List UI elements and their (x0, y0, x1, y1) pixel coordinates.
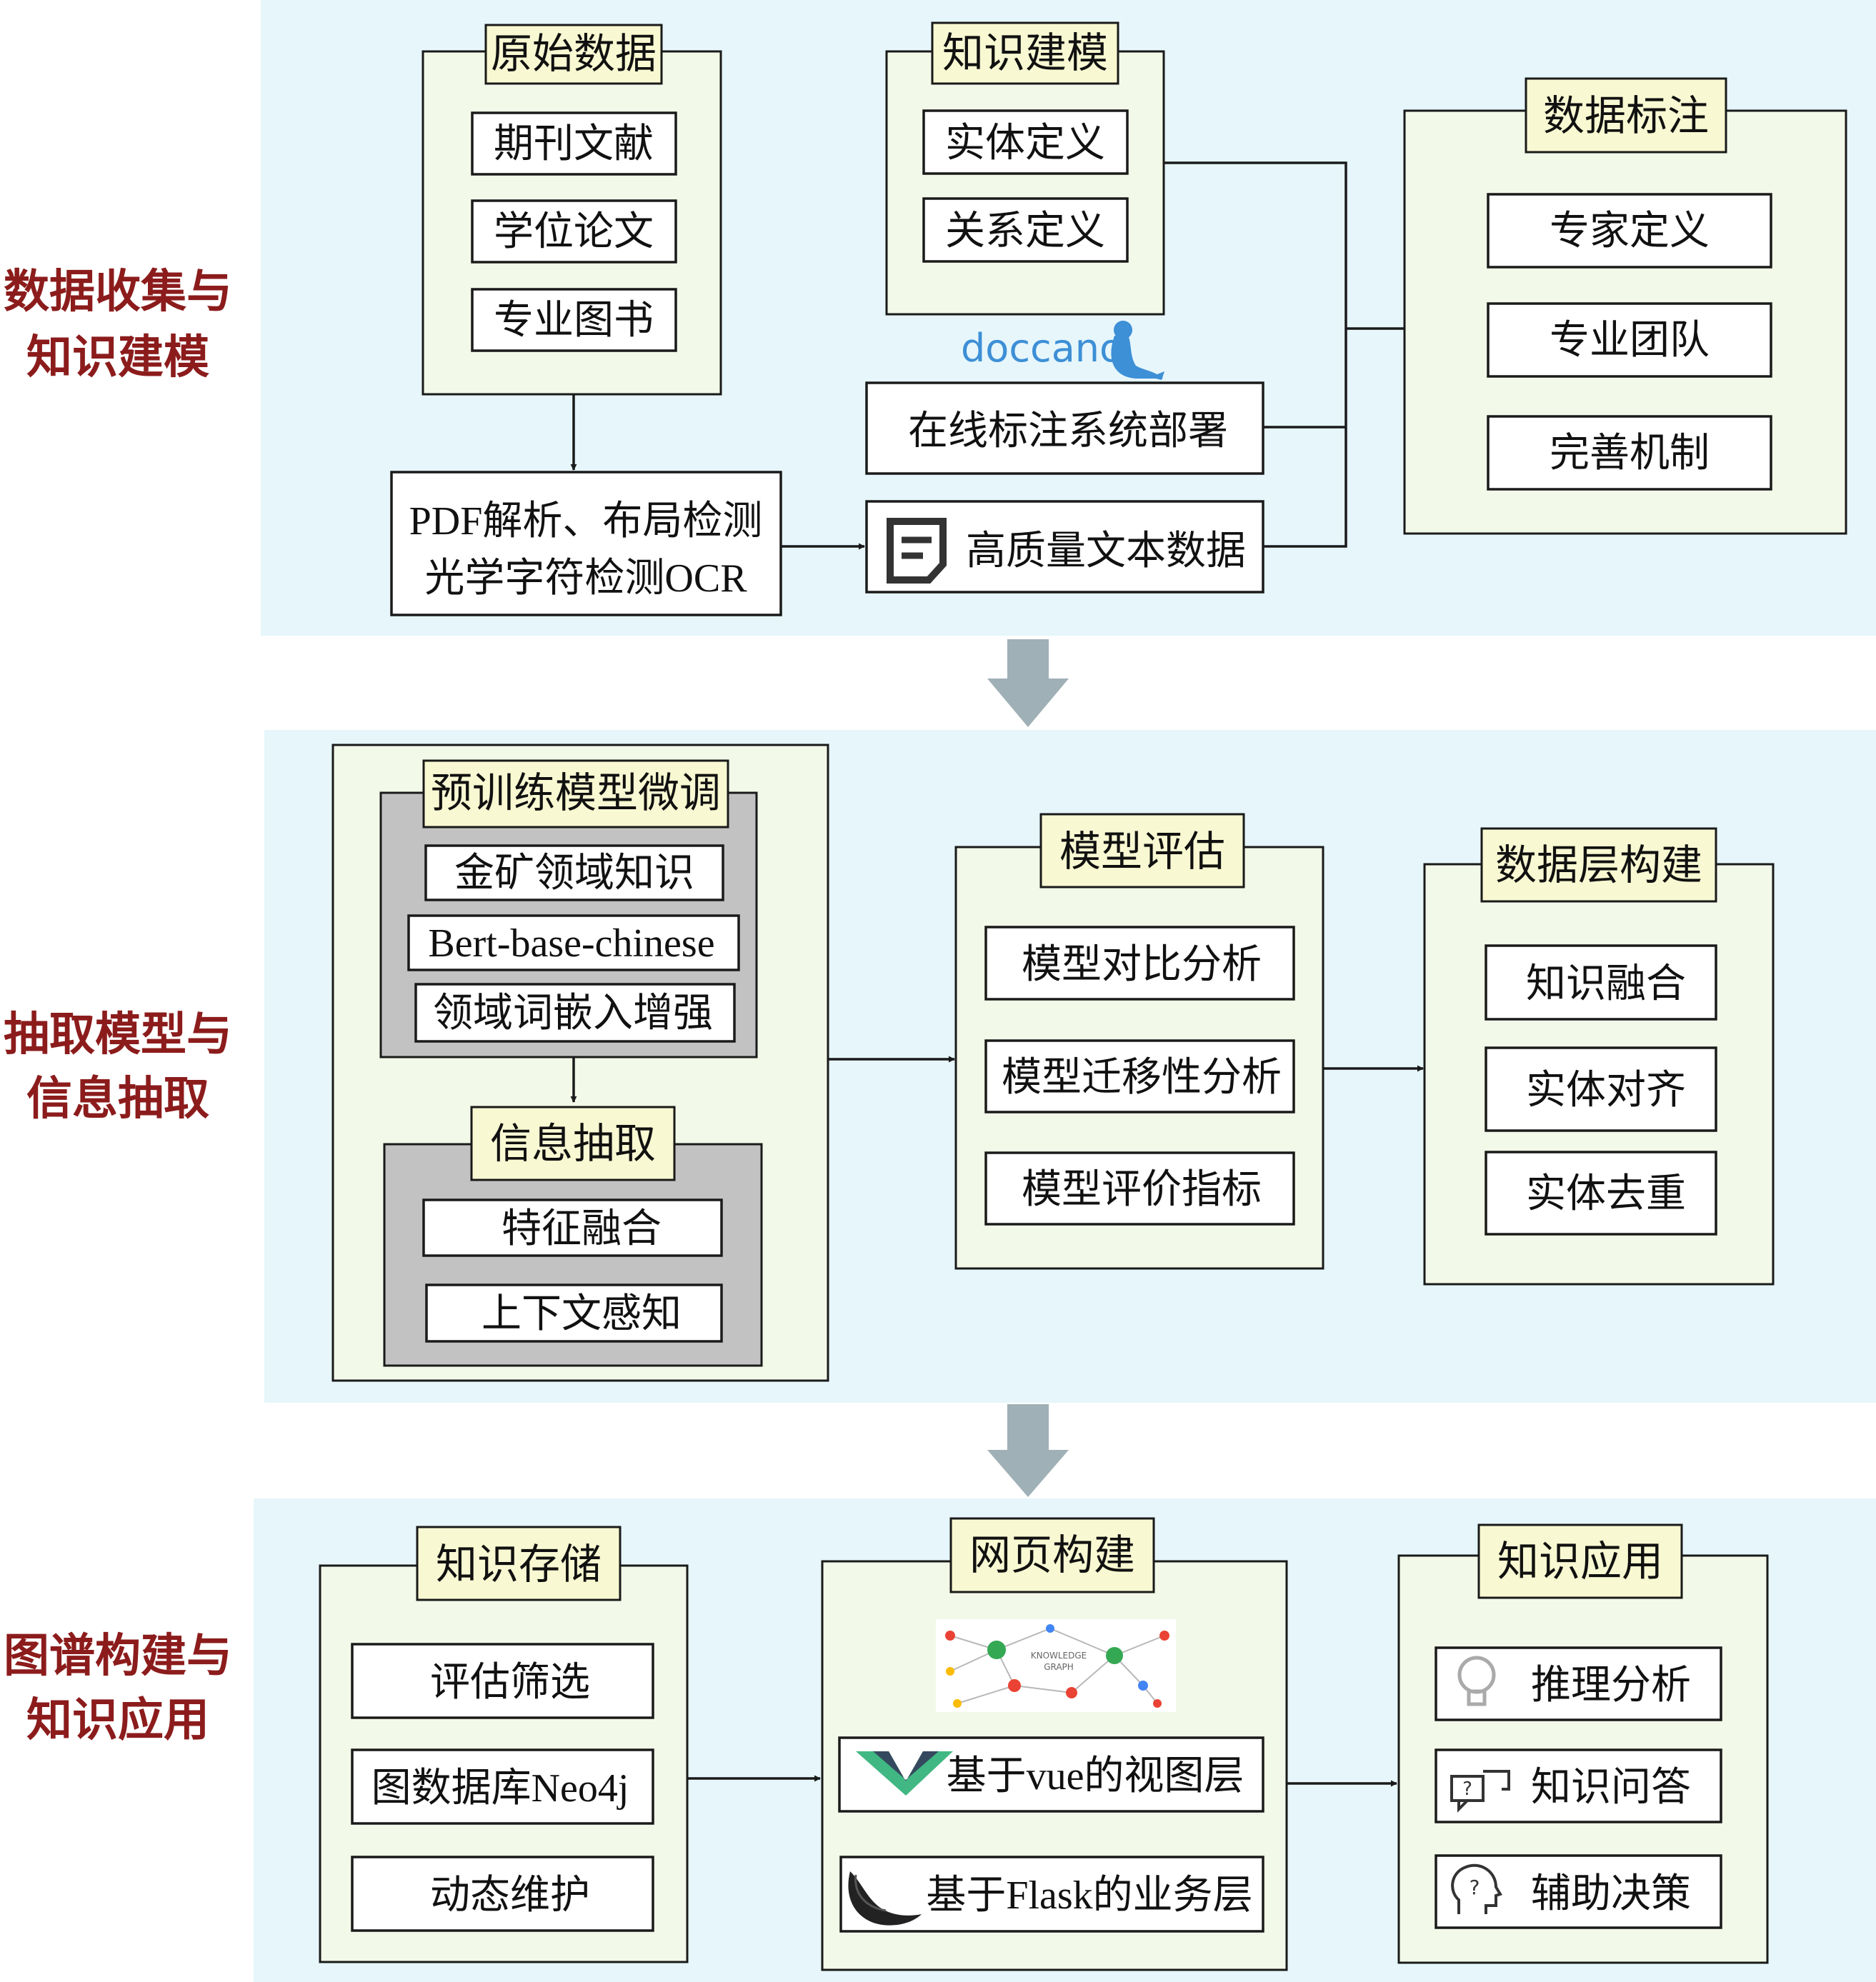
model-eval-item: 模型对比分析 (1022, 943, 1262, 987)
raw-data-group: 原始数据 期刊文献 学位论文 专业图书 (421, 24, 722, 396)
data-annotation-title: 数据标注 (1543, 93, 1709, 139)
knowledge-modeling-item: 实体定义 (945, 121, 1105, 166)
knowledge-modeling-title: 知识建模 (942, 30, 1108, 76)
svg-text:?: ? (1462, 1778, 1472, 1800)
model-eval-title: 模型评估 (1059, 829, 1225, 875)
model-eval-group: 模型评估 模型对比分析 模型迁移性分析 模型评价指标 (954, 813, 1324, 1270)
raw-data-item: 期刊文献 (494, 122, 654, 166)
data-layer-title-box (1480, 827, 1717, 903)
data-layer-item: 知识融合 (1526, 962, 1686, 1006)
svg-text:知识应用: 知识应用 (26, 1694, 209, 1747)
svg-text:知识建模: 知识建模 (26, 331, 209, 384)
pdf-parse-line2: 光学字符检测OCR (424, 556, 747, 601)
section-label-1: 数据收集与 知识建模 (4, 266, 232, 384)
finetune-item: Bert-base-chinese (428, 921, 714, 966)
storage-item: 评估筛选 (430, 1661, 590, 1705)
knowledge-modeling-item: 关系定义 (945, 209, 1105, 254)
chat-question-icon: ? (1450, 1770, 1510, 1813)
svg-text:KNOWLEDGE: KNOWLEDGE (1031, 1651, 1087, 1661)
vue-logo-icon (856, 1751, 953, 1796)
knowledge-modeling-title-box (931, 21, 1119, 85)
data-layer-item: 实体去重 (1526, 1172, 1686, 1216)
finetune-item: 领域词嵌入增强 (433, 991, 713, 1036)
doccano-seal-icon (1111, 321, 1164, 380)
section-transition-arrow-2 (987, 1404, 1069, 1497)
info-extract-item: 上下文感知 (482, 1292, 682, 1336)
knowledge-storage-group: 知识存储 评估筛选 图数据库Neo4j 动态维护 (319, 1526, 689, 1963)
connector-modeling-bracket (1164, 161, 1347, 548)
pdf-parse-line1: PDF解析、布局检测 (409, 499, 763, 544)
app-item: 辅助决策 (1531, 1872, 1691, 1916)
app-item: 推理分析 (1531, 1663, 1691, 1708)
web-build-group: 网页构建 (821, 1517, 1288, 1971)
app-item: 知识问答 (1531, 1766, 1691, 1810)
storage-item: 图数据库Neo4j (371, 1766, 629, 1811)
data-layer-group: 数据层构建 知识融合 实体对齐 实体去重 (1423, 827, 1775, 1286)
data-annotation-item: 专业团队 (1550, 319, 1710, 363)
finetune-panel: 预训练模型微调 金矿领域知识 Bert-base-chinese 领域词嵌入增强 (379, 759, 758, 1058)
hq-text-label: 高质量文本数据 (966, 529, 1246, 574)
data-annotation-group: 数据标注 专家定义 专业团队 完善机制 (1403, 77, 1847, 535)
data-annotation-item: 完善机制 (1550, 431, 1710, 476)
info-extract-title-box (470, 1106, 676, 1181)
info-extract-title: 信息抽取 (490, 1121, 656, 1167)
online-system-label: 在线标注系统部署 (908, 409, 1228, 454)
online-system-box (865, 381, 1264, 475)
doccano-logo: doccano (961, 321, 1164, 380)
web-item: 基于vue的视图层 (947, 1754, 1244, 1798)
finetune-title: 预训练模型微调 (431, 770, 721, 816)
app-title: 知识应用 (1497, 1538, 1663, 1585)
knowledge-graph-icon: KNOWLEDGE GRAPH (936, 1619, 1176, 1712)
model-eval-item: 模型评价指标 (1022, 1168, 1262, 1212)
data-annotation-item: 专家定义 (1550, 209, 1710, 254)
data-layer-title: 数据层构建 (1495, 842, 1702, 889)
data-layer-item: 实体对齐 (1526, 1068, 1686, 1113)
finetune-item: 金矿领域知识 (454, 851, 694, 896)
section-label-3: 图谱构建与 知识应用 (4, 1630, 232, 1747)
data-annotation-title-box (1525, 77, 1727, 154)
app-title-box (1477, 1523, 1683, 1599)
section-transition-arrow-1 (987, 639, 1069, 727)
raw-data-item: 学位论文 (494, 210, 654, 254)
svg-text:doccano: doccano (961, 326, 1123, 371)
storage-title: 知识存储 (436, 1541, 602, 1588)
model-eval-item: 模型迁移性分析 (1002, 1056, 1282, 1100)
web-item: 基于Flask的业务层 (926, 1873, 1252, 1918)
svg-text:抽取模型与: 抽取模型与 (4, 1008, 232, 1061)
raw-data-title: 原始数据 (491, 31, 657, 77)
document-icon (887, 518, 947, 584)
svg-text:?: ? (1470, 1876, 1480, 1899)
svg-text:数据收集与: 数据收集与 (4, 266, 232, 319)
knowledge-modeling-group: 知识建模 实体定义 关系定义 (885, 21, 1165, 316)
svg-text:信息抽取: 信息抽取 (26, 1073, 209, 1126)
info-extract-item: 特征融合 (502, 1207, 662, 1251)
pdf-parse-box (390, 471, 782, 616)
flask-horn-icon (848, 1871, 922, 1926)
raw-data-title-box (484, 24, 663, 85)
knowledge-app-group: 知识应用 推理分析 ? 知识问答 ? 辅助决策 (1397, 1523, 1769, 1964)
storage-title-box (416, 1526, 622, 1601)
info-extract-panel: 信息抽取 特征融合 上下文感知 (383, 1106, 763, 1367)
svg-text:GRAPH: GRAPH (1044, 1662, 1074, 1672)
head-question-icon: ? (1451, 1863, 1502, 1914)
finetune-title-box (422, 759, 729, 829)
model-eval-title-box (1039, 813, 1245, 889)
web-title: 网页构建 (969, 1532, 1135, 1578)
svg-text:图谱构建与: 图谱构建与 (4, 1630, 232, 1683)
lightbulb-icon (1457, 1656, 1496, 1706)
raw-data-item: 专业图书 (494, 299, 654, 343)
storage-item: 动态维护 (430, 1873, 590, 1918)
section-label-2: 抽取模型与 信息抽取 (4, 1008, 232, 1126)
web-title-box (949, 1517, 1155, 1593)
